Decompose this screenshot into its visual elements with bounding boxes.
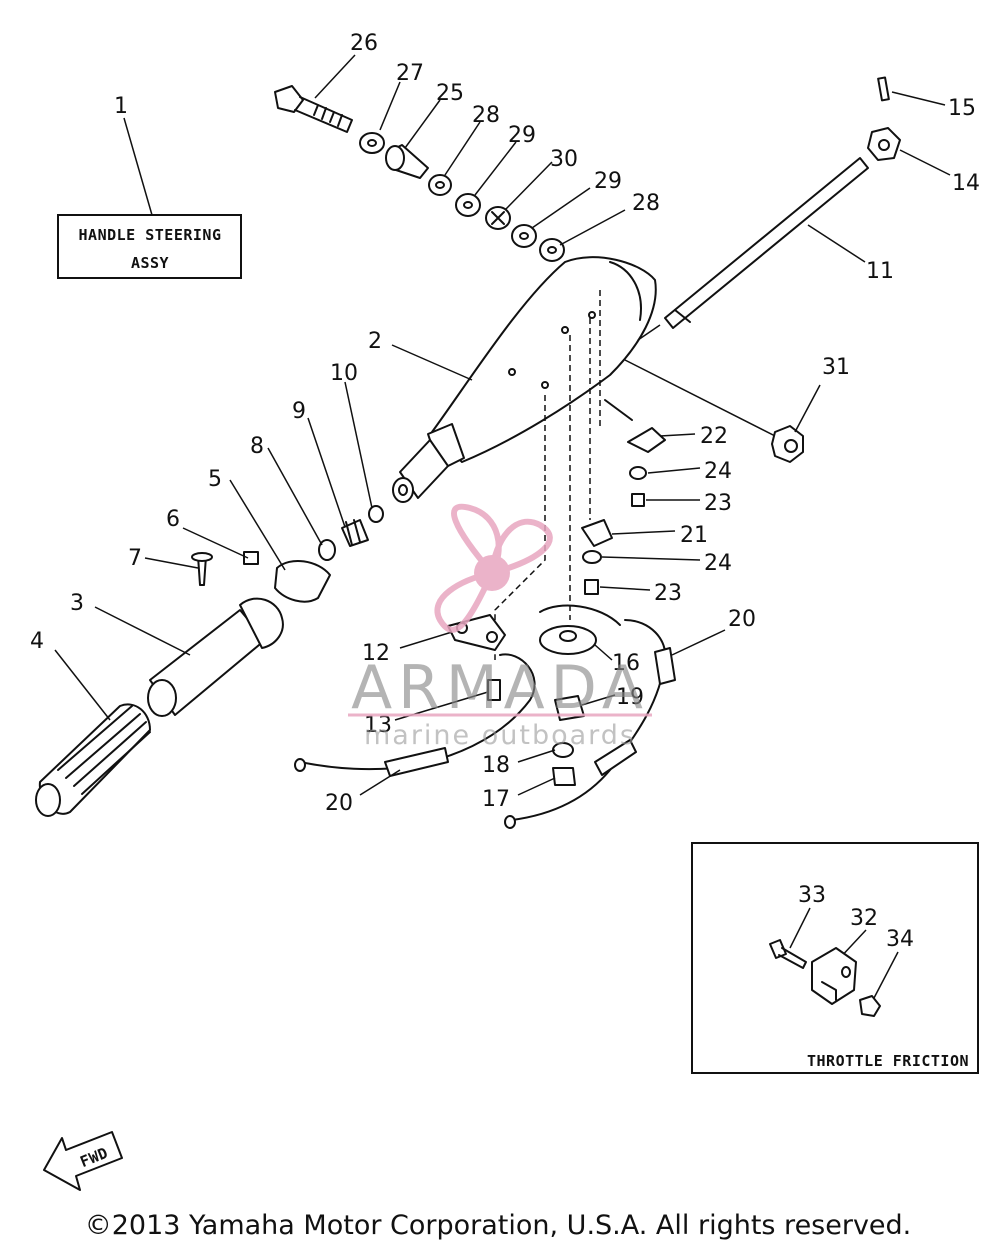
callout-33: 33 <box>798 883 826 908</box>
callout-32: 32 <box>850 906 878 931</box>
callout-16: 16 <box>612 651 640 676</box>
callout-21: 21 <box>680 523 708 548</box>
handle-assy-label-line1: HANDLE STEERING <box>79 226 222 244</box>
callout-11: 11 <box>866 259 894 284</box>
callout-10: 10 <box>330 361 358 386</box>
watermark-tagline: marine outboards <box>364 720 636 751</box>
fwd-arrow: FWD <box>43 1131 123 1191</box>
callout-9: 9 <box>292 399 306 424</box>
watermark-brand: ARMADA <box>351 653 649 723</box>
callout-23-lower: 23 <box>654 581 682 606</box>
callout-17: 17 <box>482 787 510 812</box>
callout-2: 2 <box>368 329 382 354</box>
callout-6: 6 <box>166 507 180 532</box>
callout-22: 22 <box>700 424 728 449</box>
callout-leaders <box>54 54 951 796</box>
callout-25: 25 <box>436 81 464 106</box>
callout-28-upper: 28 <box>472 103 500 128</box>
callout-8: 8 <box>250 434 264 459</box>
callout-27: 27 <box>396 61 424 86</box>
callout-30: 30 <box>550 147 578 172</box>
callout-numbers: 1 2 3 4 5 6 7 8 9 10 11 12 13 14 15 16 1… <box>30 31 980 952</box>
armada-watermark: ARMADA marine outboards <box>348 503 652 751</box>
callout-34: 34 <box>886 927 914 952</box>
nut-31 <box>771 425 804 463</box>
callout-24-upper: 24 <box>704 459 732 484</box>
callout-7: 7 <box>128 546 142 571</box>
bolt-and-washer-stack <box>274 85 565 262</box>
throttle-shaft <box>624 76 901 441</box>
throttle-friction-label: THROTTLE FRICTION <box>807 1052 969 1070</box>
callout-24-lower: 24 <box>704 551 732 576</box>
callout-1: 1 <box>114 94 128 119</box>
friction-components <box>447 614 597 786</box>
callout-29-upper: 29 <box>508 123 536 148</box>
grip-components <box>35 505 384 817</box>
callout-5: 5 <box>208 467 222 492</box>
throttle-friction-box: THROTTLE FRICTION <box>691 842 979 1074</box>
steering-handle-body <box>392 256 657 503</box>
callout-28-lower: 28 <box>632 191 660 216</box>
handle-steering-assy-box: HANDLE STEERING ASSY <box>57 117 242 279</box>
callout-23-upper: 23 <box>704 491 732 516</box>
callout-15: 15 <box>948 96 976 121</box>
copyright-notice: ©2013 Yamaha Motor Corporation, U.S.A. A… <box>85 1210 912 1241</box>
callout-13: 13 <box>364 713 392 738</box>
callout-4: 4 <box>30 629 44 654</box>
callout-20-left: 20 <box>325 791 353 816</box>
callout-20-right: 20 <box>728 607 756 632</box>
propeller-logo-icon <box>434 503 553 633</box>
brackets-and-fasteners <box>581 427 666 595</box>
callout-26: 26 <box>350 31 378 56</box>
handle-assy-label-line2: ASSY <box>131 254 169 272</box>
callout-19: 19 <box>616 685 644 710</box>
callout-14: 14 <box>952 171 980 196</box>
callout-29-lower: 29 <box>594 169 622 194</box>
callout-3: 3 <box>70 591 84 616</box>
callout-18: 18 <box>482 753 510 778</box>
throttle-cables <box>294 604 676 829</box>
callout-12: 12 <box>362 641 390 666</box>
callout-31: 31 <box>822 355 850 380</box>
